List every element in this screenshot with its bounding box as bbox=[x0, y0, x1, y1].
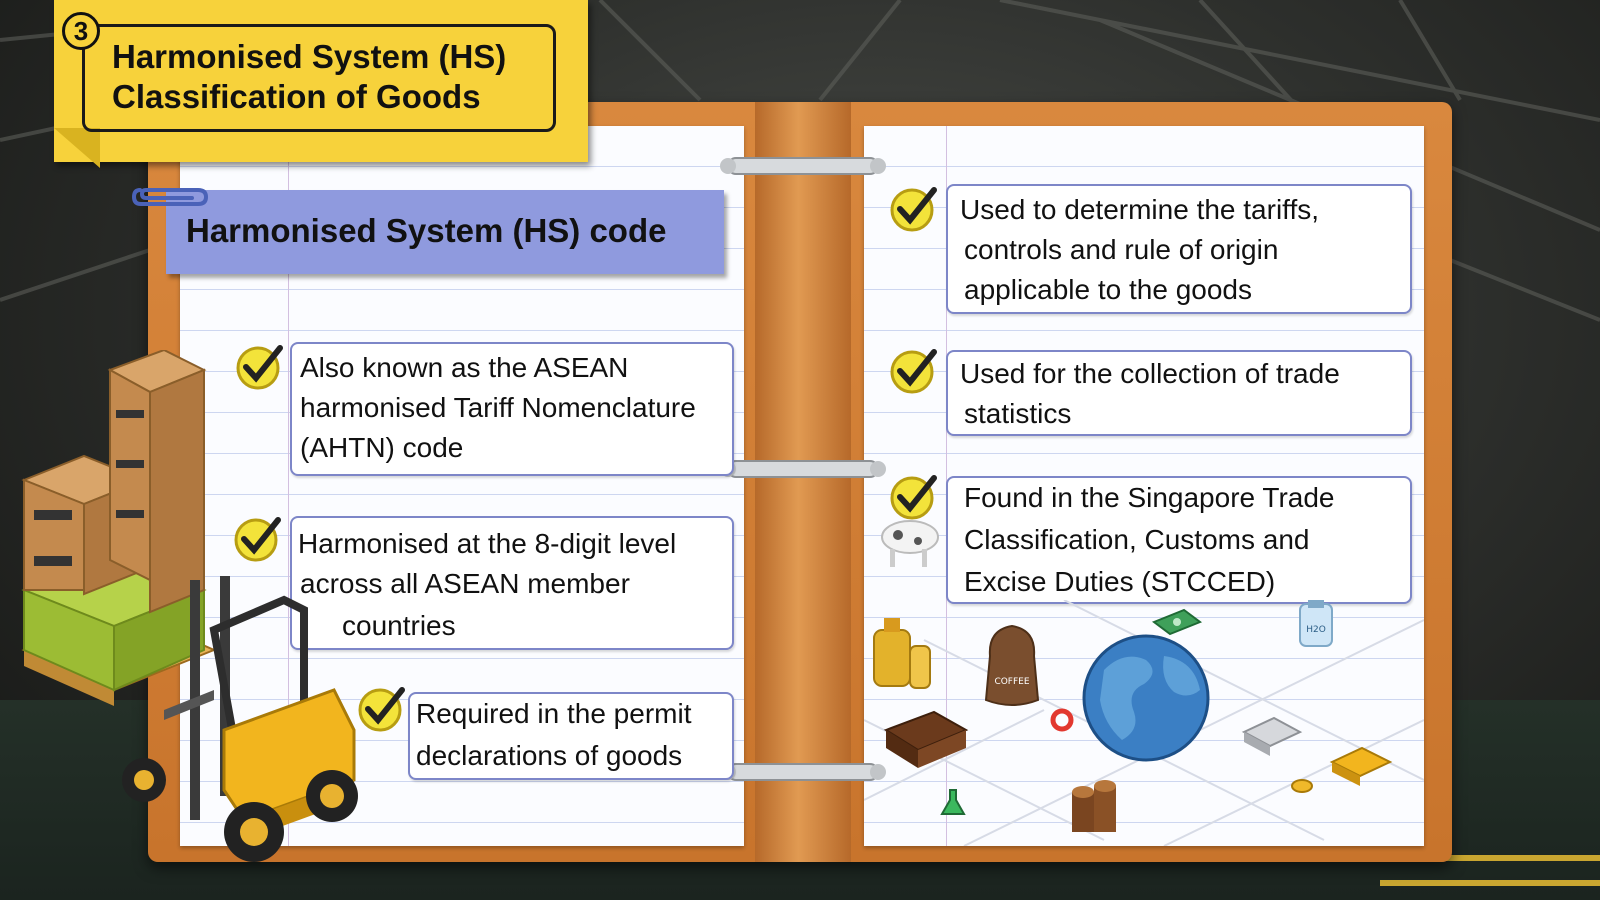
trade-goods-illustration: COFFEE H2O bbox=[864, 600, 1424, 846]
binder-ring bbox=[720, 763, 886, 781]
page-title-line-1: Harmonised System (HS) bbox=[112, 38, 507, 75]
globe-icon bbox=[1082, 634, 1210, 762]
gold-bar-icon bbox=[1329, 746, 1393, 786]
left-point-3-line-1: Required in the permit bbox=[416, 698, 692, 729]
left-point-3-line-2: declarations of goods bbox=[416, 740, 683, 771]
title-note bbox=[54, 0, 588, 162]
left-point-1-line-3: (AHTN) code bbox=[300, 432, 464, 463]
left-point-1: Also known as the ASEAN harmonised Tarif… bbox=[290, 342, 734, 476]
right-point-2: Used for the collection of trade statist… bbox=[946, 350, 1412, 436]
boxes-icon bbox=[21, 350, 217, 706]
floor-stripe bbox=[1400, 855, 1600, 861]
right-point-1-line-1: Used to determine the tariffs, bbox=[960, 194, 1319, 225]
right-point-1-line-2: controls and rule of origin bbox=[964, 234, 1279, 265]
donut-icon bbox=[1050, 708, 1074, 732]
check-icon bbox=[890, 475, 937, 520]
check-icon bbox=[358, 687, 405, 732]
forklift-with-boxes-illustration bbox=[21, 350, 358, 862]
coin-icon bbox=[1291, 779, 1313, 793]
floor-stripe bbox=[1380, 880, 1600, 886]
cow-icon bbox=[881, 520, 939, 567]
title-frame bbox=[82, 24, 556, 132]
page-title-line-2: Classification of Goods bbox=[112, 78, 481, 115]
binder-spine bbox=[755, 102, 851, 862]
flask-icon bbox=[940, 789, 966, 815]
logs-icon bbox=[1072, 780, 1116, 832]
right-point-3: Found in the Singapore Trade Classificat… bbox=[946, 476, 1412, 604]
water-label: H2O bbox=[1306, 625, 1326, 635]
check-icon bbox=[890, 187, 937, 232]
right-point-1: Used to determine the tariffs, controls … bbox=[946, 184, 1412, 314]
water-bottle-icon: H2O bbox=[1299, 600, 1333, 647]
left-point-2-line-2: across all ASEAN member bbox=[300, 568, 630, 599]
money-icon bbox=[1151, 608, 1203, 636]
step-number-badge: 3 bbox=[62, 12, 100, 50]
binder-ring bbox=[720, 157, 886, 175]
timber-icon bbox=[883, 710, 969, 768]
forklift-icon bbox=[122, 576, 358, 862]
hs-code-banner: Harmonised System (HS) code bbox=[166, 190, 724, 274]
oil-bottles-icon bbox=[873, 618, 931, 689]
check-icon bbox=[890, 349, 937, 394]
coffee-label: COFFEE bbox=[994, 677, 1029, 687]
right-point-3-line-1: Found in the Singapore Trade bbox=[964, 482, 1335, 513]
paperclip-icon bbox=[132, 188, 209, 206]
silver-bar-icon bbox=[1241, 716, 1303, 756]
left-point-3: Required in the permit declarations of g… bbox=[408, 692, 734, 780]
right-point-3-line-3: Excise Duties (STCCED) bbox=[964, 566, 1276, 597]
coffee-sack-icon: COFFEE bbox=[984, 624, 1040, 706]
hs-code-banner-label: Harmonised System (HS) code bbox=[186, 212, 667, 249]
right-point-1-line-3: applicable to the goods bbox=[964, 274, 1252, 305]
check-icon bbox=[236, 345, 283, 390]
left-point-2: Harmonised at the 8-digit level across a… bbox=[290, 516, 734, 650]
left-point-2-line-1: Harmonised at the 8-digit level bbox=[298, 528, 677, 559]
right-point-3-line-2: Classification, Customs and bbox=[964, 524, 1310, 555]
check-icon bbox=[234, 517, 281, 562]
binder-ring bbox=[720, 460, 886, 478]
right-point-2-line-2: statistics bbox=[964, 398, 1072, 429]
right-point-2-line-1: Used for the collection of trade bbox=[960, 358, 1340, 389]
left-point-1-line-2: harmonised Tariff Nomenclature bbox=[300, 392, 696, 423]
left-point-2-line-3: countries bbox=[342, 610, 456, 641]
left-point-1-line-1: Also known as the ASEAN bbox=[300, 352, 629, 383]
